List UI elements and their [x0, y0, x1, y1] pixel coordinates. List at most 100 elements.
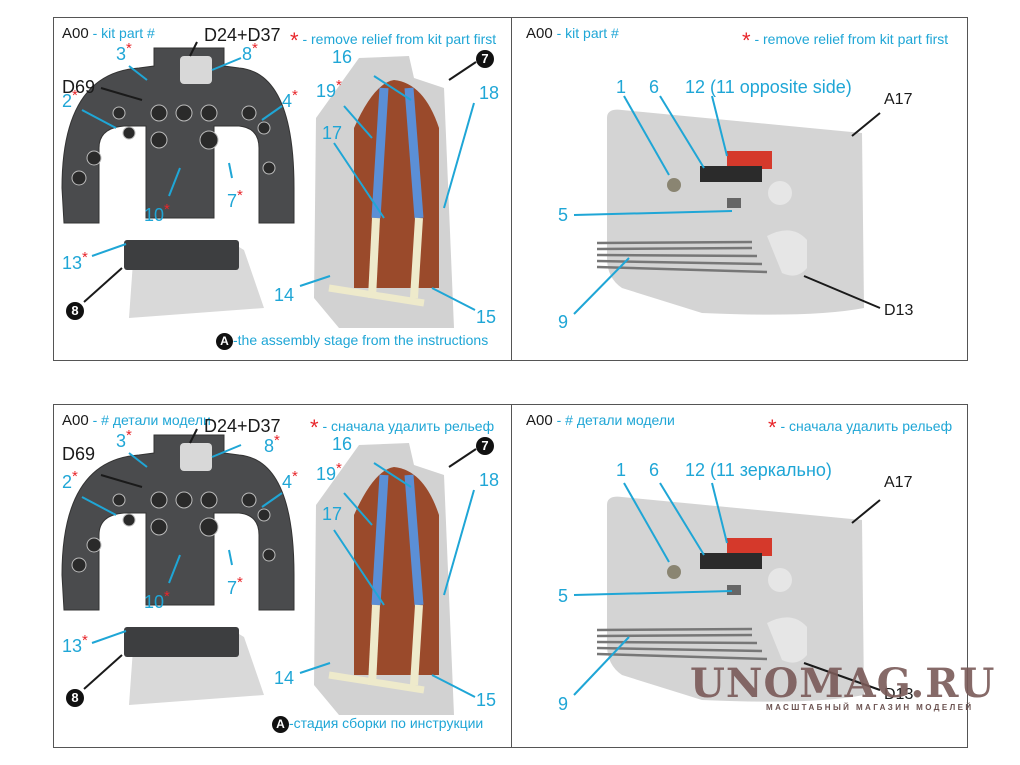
placard-black [700, 166, 762, 182]
star-icon: * [126, 40, 132, 57]
gunsight-housing [180, 56, 212, 84]
placard-red [727, 538, 772, 556]
star-icon: * [274, 432, 280, 449]
callout-4: 4* [282, 88, 298, 110]
callout-19: 19* [316, 78, 342, 101]
callout-d24-d37: D24+D37 [204, 25, 281, 45]
lever-knob [768, 181, 792, 205]
callout-17: 17 [322, 123, 343, 143]
callout-13: 13* [62, 250, 88, 273]
callout-d13: D13 [884, 686, 914, 703]
callout-2: 2* [62, 469, 78, 492]
star-icon: * [768, 415, 777, 440]
cockpit-illustration [61, 428, 477, 715]
legend-code-desc: - kit part # [88, 25, 155, 41]
legend-star-desc: - remove relief from kit part first [750, 31, 949, 47]
callout-14: 14 [274, 668, 295, 688]
legend-star: * - remove relief from kit part first [290, 26, 496, 52]
callout-17: 17 [322, 504, 343, 524]
panel-sidewall-en: A00 - kit part # * - remove relief from … [511, 17, 968, 361]
callout-a17: A17 [884, 474, 913, 491]
sidewall-shape [607, 109, 864, 315]
legend-kit-part: A00 - kit part # [526, 26, 619, 41]
callout-d69: D69 [62, 444, 96, 464]
legend-star: * - сначала удалить рельеф [768, 413, 953, 439]
callout-4: 4* [282, 469, 298, 491]
callout-15: 15 [476, 690, 497, 710]
legend-star-desc: - сначала удалить рельеф [318, 418, 495, 434]
callout-12: 12 (11 зеркально) [685, 460, 832, 480]
panel-cockpit-ru: A00 - # детали модели * - сначала удалит… [53, 404, 512, 748]
callout-16: 16 [332, 434, 353, 454]
callout-10: 10* [144, 202, 170, 225]
callout-7: 7* [227, 188, 243, 211]
star-icon: * [336, 460, 342, 477]
callout-19-text: 19 [316, 464, 337, 484]
star-icon: * [290, 28, 299, 53]
callout-7: 7* [227, 575, 243, 598]
legend-code-desc: - # детали модели [88, 412, 211, 428]
console-panel [124, 240, 239, 270]
callout-9: 9 [558, 694, 569, 714]
cockpit-illustration [61, 41, 477, 328]
legend-star-desc: - сначала удалить рельеф [776, 418, 953, 434]
side-console [129, 631, 264, 705]
callout-2-text: 2 [62, 91, 73, 111]
legend-code-desc: - kit part # [552, 25, 619, 41]
callout-19-text: 19 [316, 81, 337, 101]
stage-note-text: -the assembly stage from the instruction… [233, 332, 489, 348]
switch-5 [727, 585, 741, 595]
callout-13-text: 13 [62, 253, 83, 273]
legend-code: A00 [526, 412, 553, 429]
callout-13: 13* [62, 633, 88, 656]
callout-10: 10* [144, 589, 170, 611]
d13-lever [767, 617, 807, 663]
callout-8-text: 8 [264, 436, 275, 456]
callout-7-text: 7 [227, 578, 238, 598]
step-8-badge: 8 [66, 689, 84, 707]
star-icon: * [72, 87, 78, 104]
star-icon: * [292, 468, 298, 485]
callout-10-text: 10 [144, 205, 165, 225]
stage-note: A-the assembly stage from the instructio… [216, 333, 488, 350]
callout-18: 18 [479, 83, 500, 103]
placard-red [727, 151, 772, 169]
knob [667, 565, 681, 579]
legend-star: * - сначала удалить рельеф [310, 413, 495, 439]
placard-black [700, 553, 762, 569]
callout-6: 6 [649, 77, 660, 97]
callout-5: 5 [558, 205, 569, 225]
star-icon: * [164, 201, 170, 218]
star-icon: * [292, 87, 298, 104]
watermark-subtitle: МАСШТАБНЫЙ МАГАЗИН МОДЕЛЕЙ [766, 703, 974, 712]
d13-lever [767, 230, 807, 276]
callout-16: 16 [332, 47, 353, 67]
legend-code: A00 [526, 25, 553, 42]
callout-13-text: 13 [62, 636, 83, 656]
callout-19: 19* [316, 461, 342, 484]
callout-1: 1 [616, 460, 627, 480]
callout-3: 3* [116, 428, 132, 450]
star-icon: * [237, 187, 243, 204]
callout-15: 15 [476, 307, 497, 327]
seat-cushion [354, 80, 439, 288]
stage-note-text: -стадия сборки по инструкции [289, 715, 484, 731]
callout-7-text: 7 [227, 191, 238, 211]
callout-8: 8* [264, 433, 280, 456]
callout-2-text: 2 [62, 472, 73, 492]
legend-kit-part: A00 - # детали модели [526, 413, 675, 428]
callout-6: 6 [649, 460, 660, 480]
callout-3: 3* [116, 41, 132, 63]
console-panel [124, 627, 239, 657]
legend-code: A00 [62, 412, 89, 429]
callout-14: 14 [274, 285, 295, 305]
star-icon: * [252, 40, 258, 57]
legend-kit-part: A00 - # детали модели [62, 413, 211, 428]
callout-8-text: 8 [242, 44, 253, 64]
star-icon: * [237, 574, 243, 591]
callout-a17: A17 [884, 91, 913, 108]
watermark-logo: UNOMAG.RU [690, 660, 996, 707]
star-icon: * [126, 427, 132, 444]
legend-kit-part: A00 - kit part # [62, 26, 155, 41]
star-icon: * [310, 415, 319, 440]
